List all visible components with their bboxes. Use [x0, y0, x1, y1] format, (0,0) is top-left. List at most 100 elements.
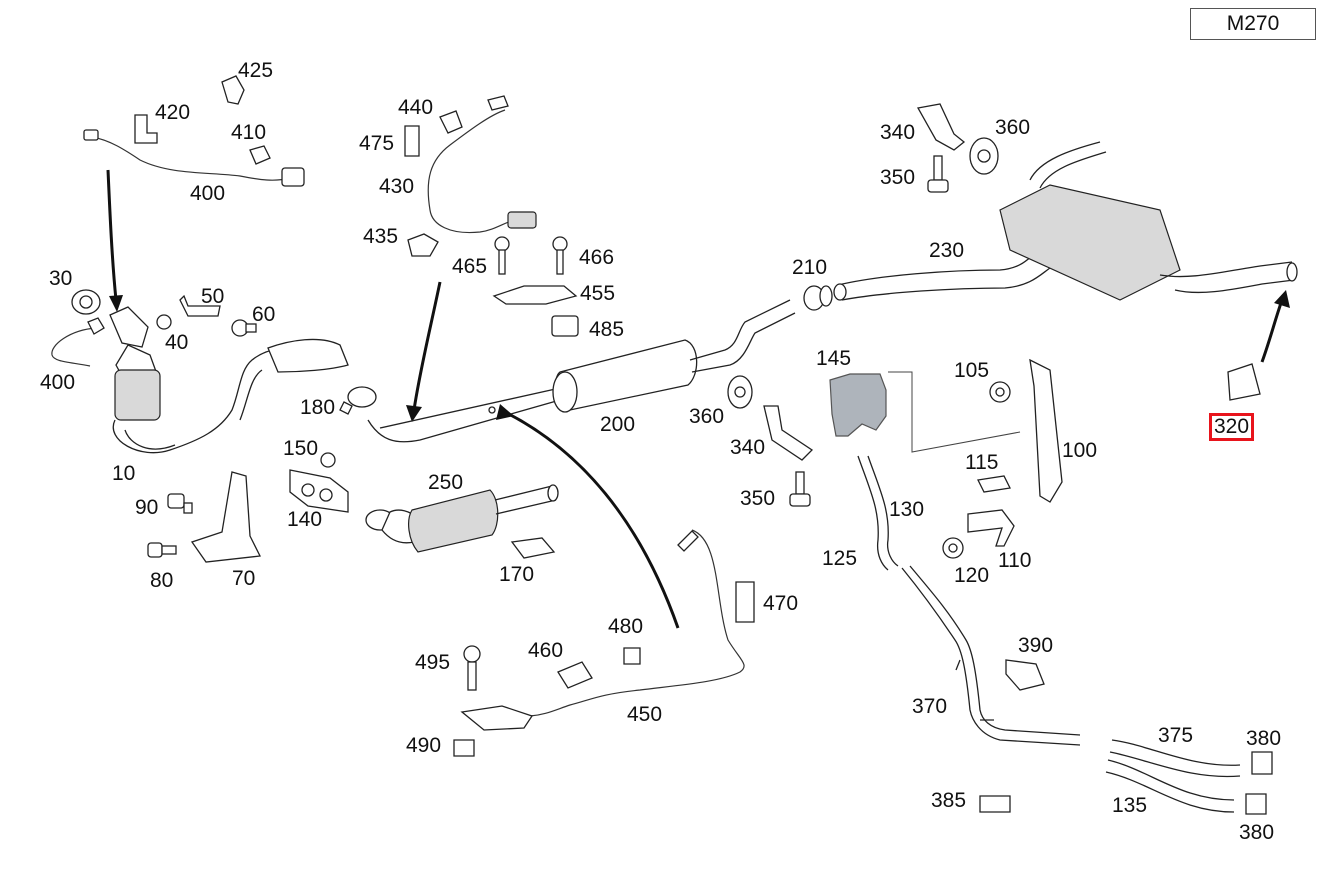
label-410[interactable]: 410 — [231, 121, 267, 144]
label-100[interactable]: 100 — [1062, 439, 1098, 462]
clamp-180[interactable] — [339, 386, 377, 415]
label-460[interactable]: 460 — [528, 639, 564, 662]
label-210[interactable]: 210 — [792, 256, 828, 279]
clip-490[interactable] — [453, 739, 475, 757]
clip-420[interactable] — [134, 114, 158, 144]
hanger-bracket-340-top[interactable] — [916, 103, 966, 151]
bracket-170[interactable] — [510, 537, 556, 559]
hose-375[interactable] — [1109, 739, 1241, 778]
clip-480[interactable] — [623, 647, 641, 665]
label-150[interactable]: 150 — [283, 437, 319, 460]
holder-410[interactable] — [249, 145, 271, 165]
gasket-30[interactable] — [71, 289, 101, 315]
clip-380-upper[interactable] — [1251, 751, 1273, 775]
rubber-mount-360-mid[interactable] — [727, 375, 753, 409]
label-495[interactable]: 495 — [415, 651, 451, 674]
label-385[interactable]: 385 — [931, 789, 967, 812]
label-455[interactable]: 455 — [580, 282, 616, 305]
label-145[interactable]: 145 — [816, 347, 852, 370]
hose-135[interactable] — [1105, 759, 1235, 813]
label-340-top[interactable]: 340 — [880, 121, 916, 144]
label-420[interactable]: 420 — [155, 101, 191, 124]
hose-125[interactable] — [901, 565, 1081, 746]
bolt-90[interactable] — [167, 493, 193, 514]
label-130[interactable]: 130 — [889, 498, 925, 521]
label-465[interactable]: 465 — [452, 255, 488, 278]
label-490[interactable]: 490 — [406, 734, 442, 757]
bolt-466[interactable] — [552, 236, 568, 275]
center-pipe-with-muffler-200[interactable] — [367, 299, 796, 443]
label-466[interactable]: 466 — [579, 246, 615, 269]
rear-pipe-muffler-230[interactable] — [833, 141, 1298, 301]
nut-150[interactable] — [320, 452, 336, 468]
label-400-lower[interactable]: 400 — [40, 371, 76, 394]
label-200[interactable]: 200 — [600, 413, 636, 436]
heat-shield-320[interactable] — [1227, 363, 1261, 401]
label-250[interactable]: 250 — [428, 471, 464, 494]
label-450[interactable]: 450 — [627, 703, 663, 726]
clamp-210[interactable] — [803, 285, 833, 311]
clip-380-lower[interactable] — [1245, 793, 1267, 815]
bolt-80[interactable] — [147, 542, 177, 558]
label-180[interactable]: 180 — [300, 396, 336, 419]
clip-115[interactable] — [977, 475, 1011, 493]
label-350-top[interactable]: 350 — [880, 166, 916, 189]
label-30[interactable]: 30 — [49, 267, 73, 290]
label-475[interactable]: 475 — [359, 132, 395, 155]
bracket-110[interactable] — [967, 509, 1015, 547]
sensor-wiring-430[interactable] — [427, 95, 537, 234]
bracket-100[interactable] — [1029, 358, 1063, 503]
clip-425[interactable] — [221, 75, 245, 105]
label-390[interactable]: 390 — [1018, 634, 1054, 657]
clamp-390[interactable] — [1005, 659, 1045, 691]
label-230[interactable]: 230 — [929, 239, 965, 262]
label-10[interactable]: 10 — [112, 462, 136, 485]
control-unit-455[interactable] — [492, 285, 578, 305]
label-370[interactable]: 370 — [912, 695, 948, 718]
oxygen-sensor-400-top[interactable] — [83, 129, 305, 187]
label-125[interactable]: 125 — [822, 547, 858, 570]
rubber-mount-360-top[interactable] — [969, 137, 999, 175]
label-440[interactable]: 440 — [398, 96, 434, 119]
label-50[interactable]: 50 — [201, 285, 225, 308]
nut-40[interactable] — [156, 314, 172, 330]
label-80[interactable]: 80 — [150, 569, 174, 592]
label-360-top[interactable]: 360 — [995, 116, 1031, 139]
label-120[interactable]: 120 — [954, 564, 990, 587]
bolt-465[interactable] — [494, 236, 510, 275]
pressure-sensor-145[interactable] — [829, 373, 887, 437]
clip-475[interactable] — [404, 125, 420, 157]
label-60[interactable]: 60 — [252, 303, 276, 326]
label-90[interactable]: 90 — [135, 496, 159, 519]
nut-120[interactable] — [942, 537, 964, 559]
label-140[interactable]: 140 — [287, 508, 323, 531]
label-320-highlighted[interactable]: 320 — [1209, 413, 1255, 442]
gasket-140[interactable] — [289, 469, 349, 513]
particulate-filter-250[interactable] — [365, 484, 559, 553]
label-485[interactable]: 485 — [589, 318, 625, 341]
pipe-370[interactable] — [955, 659, 994, 721]
clip-440[interactable] — [439, 110, 463, 134]
label-360-mid[interactable]: 360 — [689, 405, 725, 428]
bracket-470[interactable] — [735, 581, 755, 623]
label-105[interactable]: 105 — [954, 359, 990, 382]
bracket-70[interactable] — [190, 471, 261, 563]
label-425[interactable]: 425 — [238, 59, 274, 82]
exhaust-manifold-catalyst-10[interactable] — [109, 306, 349, 454]
label-480[interactable]: 480 — [608, 615, 644, 638]
label-375[interactable]: 375 — [1158, 724, 1194, 747]
label-435[interactable]: 435 — [363, 225, 399, 248]
label-470[interactable]: 470 — [763, 592, 799, 615]
label-40[interactable]: 40 — [165, 331, 189, 354]
label-430[interactable]: 430 — [379, 175, 415, 198]
label-380-lower[interactable]: 380 — [1239, 821, 1275, 844]
bolt-350-mid[interactable] — [789, 471, 811, 507]
label-340-mid[interactable]: 340 — [730, 436, 766, 459]
hanger-bracket-340-mid[interactable] — [763, 405, 814, 461]
clip-385[interactable] — [979, 795, 1011, 813]
sensor-wiring-450[interactable] — [460, 529, 745, 731]
bolt-495[interactable] — [463, 645, 481, 691]
hose-130[interactable] — [857, 455, 899, 571]
label-170[interactable]: 170 — [499, 563, 535, 586]
bracket-50[interactable] — [179, 294, 221, 317]
